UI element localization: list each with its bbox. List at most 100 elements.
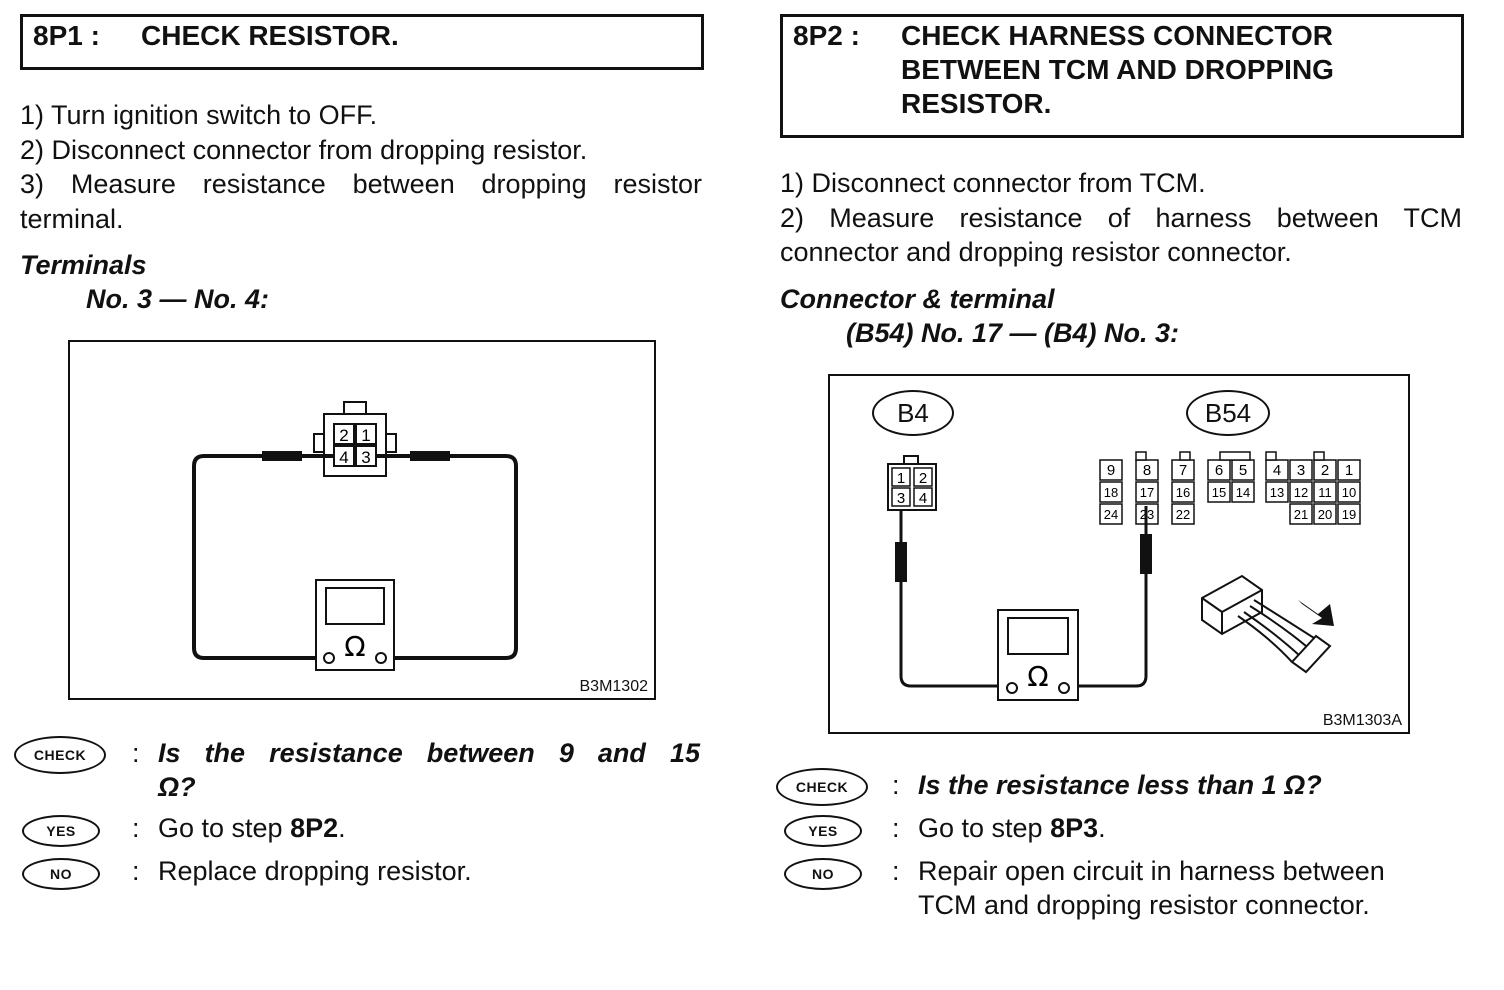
yes-step-ref: 8P2 [290,813,339,843]
yes-tag: YES [784,815,862,847]
no-tag: NO [784,858,862,890]
b54-pin-cell [1135,459,1159,481]
b54-pin-label: 18 [1104,485,1118,500]
yes-tag: YES [22,815,100,847]
b54-pin-cell [1099,459,1123,481]
b54-pin-cell [1313,503,1337,525]
terminals-value: No. 3 — No. 4: [86,284,270,314]
b54-pin-label: 12 [1294,485,1308,500]
instruction-line: 1) Turn ignition switch to OFF. [20,100,378,130]
instruction-line: 2) Measure resistance of harness between… [780,202,1462,233]
pin-label: 1 [361,426,370,445]
instruction-line: terminal. [20,203,124,234]
pin-label: 4 [339,448,348,467]
b54-pin-cell [1289,481,1313,503]
b54-pin-cell [1337,503,1361,525]
pin-label: 3 [361,448,370,467]
yes-text: Go to step [918,813,1051,843]
b54-pin-cell [1135,481,1159,503]
no-tag: NO [22,858,100,890]
colon: : [132,813,140,843]
b54-pin-label: 24 [1104,507,1118,522]
colon: : [892,813,900,843]
b54-pin-label: 19 [1342,507,1356,522]
no-answer-cont: TCM and dropping resistor connector. [918,890,1370,920]
b54-pin-cell [1207,459,1231,481]
b54-pin-cell [1099,481,1123,503]
probe-b4 [895,542,907,582]
check-row: CHECK : Is the resistance between 9 and … [14,736,714,806]
b4-pin-cell [913,487,933,507]
b54-pin-label: 15 [1212,485,1226,500]
harness-plug-icon [1201,574,1334,674]
b4-pin-label: 3 [897,490,905,507]
colon: : [132,856,140,886]
test-lead-b54-bottom [1066,675,1148,688]
b54-pin-cell [1337,481,1361,503]
b4-connector-label: B4 [872,390,954,436]
ohm-symbol: Ω [344,630,365,663]
step-code: 8P2 : [793,20,860,51]
yes-end: . [1098,813,1106,843]
b54-pin-label: 10 [1342,485,1356,500]
b54-pin-cell [1313,481,1337,503]
ohmmeter-jack [1058,682,1070,694]
check-question-cont: Ω? [158,772,196,802]
b54-pin-label: 21 [1294,507,1308,522]
pin-label: 2 [339,426,348,445]
b54-pin-label: 3 [1297,462,1305,479]
ohmmeter-jack [323,652,335,664]
pin-cell [333,423,355,445]
b54-latch [1179,451,1191,461]
b54-latch [1219,451,1251,461]
b54-latch [1313,451,1325,461]
step-title: CHECK HARNESS CONNECTOR BETWEEN TCM AND … [901,20,1334,119]
instruction-line: 1) Disconnect connector from TCM. [780,168,1206,198]
b54-pin-cell [1265,481,1289,503]
b4-latch [903,455,919,465]
ohmmeter-jack [375,652,387,664]
step-code: 8P1 : [33,20,100,51]
b54-pin-cell [1289,503,1313,525]
b54-pin-label: 5 [1239,462,1247,479]
probe-left [262,451,302,461]
test-lead-left [192,454,334,660]
instructions: 1) Disconnect connector from TCM. 2) Mea… [780,166,1462,270]
ohmmeter-display [325,587,385,625]
b4-pin-label: 2 [919,470,927,487]
b54-pin-label: 2 [1321,462,1329,479]
no-row: NO : Replace dropping resistor. [14,854,714,890]
check-question: Is the resistance less than 1 Ω? [918,770,1322,800]
yes-row: YES : Go to step 8P2. [14,811,714,847]
instruction-line: 3) Measure resistance between dropping r… [20,169,702,199]
b54-pin-label: 1 [1345,462,1353,479]
check-tag: CHECK [14,736,106,774]
b54-pin-label: 20 [1318,507,1332,522]
b54-latch [1265,451,1277,461]
yes-answer: Go to step 8P3. [918,811,1106,845]
resistor-diagram-svg: 2 1 4 3 Ω [192,401,518,671]
b54-pin-cell [1231,481,1255,503]
b4-pin-label: 1 [897,470,905,487]
harness-diagram-svg: 1 2 3 4 98765432118171615141312111024232… [887,451,1361,701]
b54-pin-label: 17 [1140,485,1154,500]
figure-id: B3M1302 [579,678,649,695]
test-lead-b4-bottom [899,675,1010,688]
b4-pin-cell [913,467,933,487]
connector-terminal-label: Connector & terminal [780,284,1055,314]
b54-pin-cell [1171,503,1195,525]
colon: : [892,856,900,886]
b54-pin-label: 9 [1107,462,1115,479]
connector-tab-right [385,433,397,453]
instructions: 1) Turn ignition switch to OFF. 2) Disco… [20,98,702,236]
ohmmeter-display [1007,617,1069,655]
check-tag: CHECK [776,768,868,806]
b54-pin-cell [1207,481,1231,503]
b54-pin-label: 4 [1273,462,1281,479]
colon: : [132,738,140,768]
check-row: CHECK : Is the resistance less than 1 Ω? [774,768,1494,806]
check-question: Is the resistance between 9 and 15 [158,738,700,768]
step-8p1-header: 8P1 : CHECK RESISTOR. [20,14,704,70]
pin-cell [355,423,377,445]
terminals-label: Terminals [20,250,147,280]
